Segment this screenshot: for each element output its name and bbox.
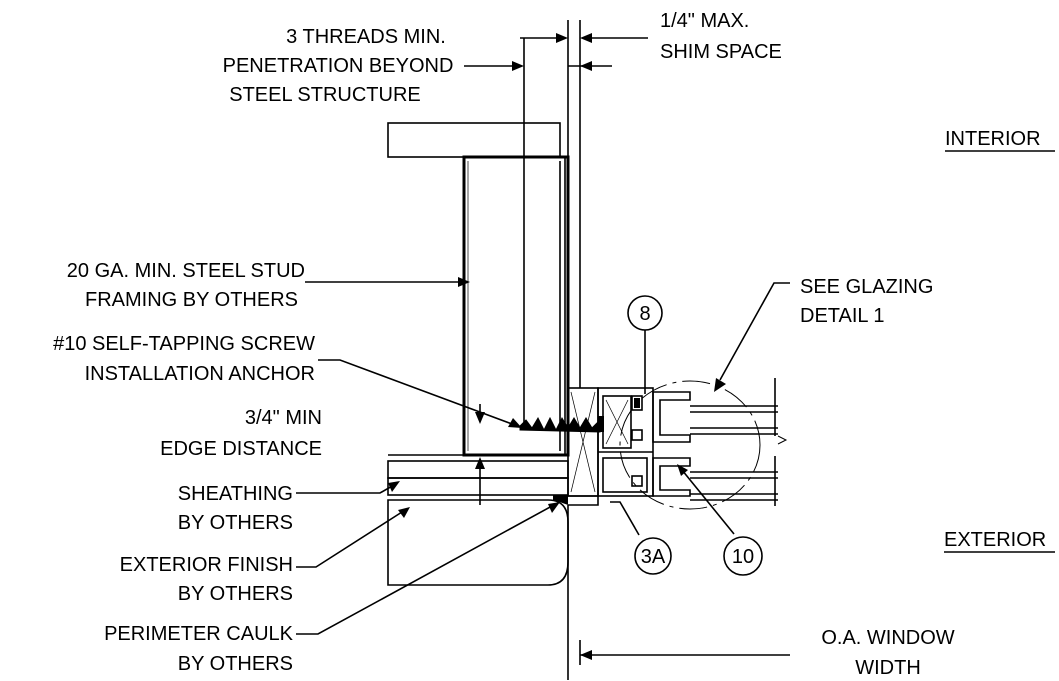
svg-text:SHEATHING: SHEATHING bbox=[178, 483, 293, 505]
label-see-glazing: SEE GLAZING DETAIL 1 bbox=[800, 276, 933, 327]
label-window-width: O.A. WINDOW WIDTH bbox=[821, 627, 954, 679]
svg-text:SEE GLAZING: SEE GLAZING bbox=[800, 276, 933, 298]
svg-text:WIDTH: WIDTH bbox=[855, 657, 921, 679]
interior-slab bbox=[387, 122, 561, 158]
svg-text:BY OTHERS: BY OTHERS bbox=[178, 653, 293, 675]
label-edge: 3/4" MIN EDGE DISTANCE bbox=[160, 407, 322, 460]
callout-3a: 3A bbox=[634, 537, 672, 575]
svg-text:3A: 3A bbox=[641, 546, 666, 568]
label-exterior: EXTERIOR bbox=[944, 529, 1055, 553]
svg-text:8: 8 bbox=[639, 303, 650, 325]
self-tapping-screw bbox=[519, 416, 604, 433]
label-interior: INTERIOR bbox=[945, 128, 1055, 152]
svg-text:10: 10 bbox=[732, 546, 754, 568]
window-width-dimension bbox=[579, 640, 790, 665]
svg-text:BY OTHERS: BY OTHERS bbox=[178, 512, 293, 534]
callout-10: 10 bbox=[723, 536, 763, 576]
svg-text:INSTALLATION ANCHOR: INSTALLATION ANCHOR bbox=[85, 363, 315, 385]
callout-8: 8 bbox=[627, 295, 663, 331]
label-sheathing: SHEATHING BY OTHERS bbox=[178, 483, 293, 534]
label-shim: 1/4" MAX. SHIM SPACE bbox=[660, 10, 782, 63]
svg-text:O.A. WINDOW: O.A. WINDOW bbox=[821, 627, 954, 649]
svg-text:#10 SELF-TAPPING SCREW: #10 SELF-TAPPING SCREW bbox=[53, 333, 315, 355]
label-screw: #10 SELF-TAPPING SCREW INSTALLATION ANCH… bbox=[53, 333, 315, 385]
svg-text:1/4" MAX.: 1/4" MAX. bbox=[660, 10, 749, 32]
glazing-detail-circle bbox=[619, 380, 761, 510]
svg-text:STEEL STRUCTURE: STEEL STRUCTURE bbox=[229, 84, 421, 106]
threads-dimension bbox=[464, 61, 524, 71]
svg-text:3 THREADS MIN.: 3 THREADS MIN. bbox=[286, 26, 446, 48]
svg-text:EXTERIOR FINISH: EXTERIOR FINISH bbox=[120, 554, 293, 576]
window-frame bbox=[567, 378, 788, 680]
svg-text:EXTERIOR: EXTERIOR bbox=[944, 529, 1046, 551]
rough-opening-lines bbox=[523, 20, 581, 424]
label-stud: 20 GA. MIN. STEEL STUD FRAMING BY OTHERS bbox=[67, 260, 305, 311]
label-caulk: PERIMETER CAULK BY OTHERS bbox=[104, 623, 294, 675]
leaders bbox=[296, 277, 790, 635]
svg-text:3/4" MIN: 3/4" MIN bbox=[245, 407, 322, 429]
svg-text:20 GA. MIN. STEEL STUD: 20 GA. MIN. STEEL STUD bbox=[67, 260, 305, 282]
label-threads: 3 THREADS MIN. PENETRATION BEYOND STEEL … bbox=[223, 26, 454, 106]
svg-text:FRAMING BY OTHERS: FRAMING BY OTHERS bbox=[85, 289, 298, 311]
svg-text:PERIMETER CAULK: PERIMETER CAULK bbox=[104, 623, 294, 645]
shim-dimension bbox=[520, 33, 648, 71]
perimeter-caulk bbox=[553, 495, 568, 505]
sheathing bbox=[387, 454, 569, 496]
svg-text:SHIM SPACE: SHIM SPACE bbox=[660, 41, 782, 63]
svg-text:EDGE DISTANCE: EDGE DISTANCE bbox=[160, 438, 322, 460]
svg-text:INTERIOR: INTERIOR bbox=[945, 128, 1041, 150]
svg-text:PENETRATION BEYOND: PENETRATION BEYOND bbox=[223, 55, 454, 77]
svg-text:BY OTHERS: BY OTHERS bbox=[178, 583, 293, 605]
svg-text:DETAIL 1: DETAIL 1 bbox=[800, 305, 884, 327]
label-exterior-finish: EXTERIOR FINISH BY OTHERS bbox=[120, 554, 293, 605]
